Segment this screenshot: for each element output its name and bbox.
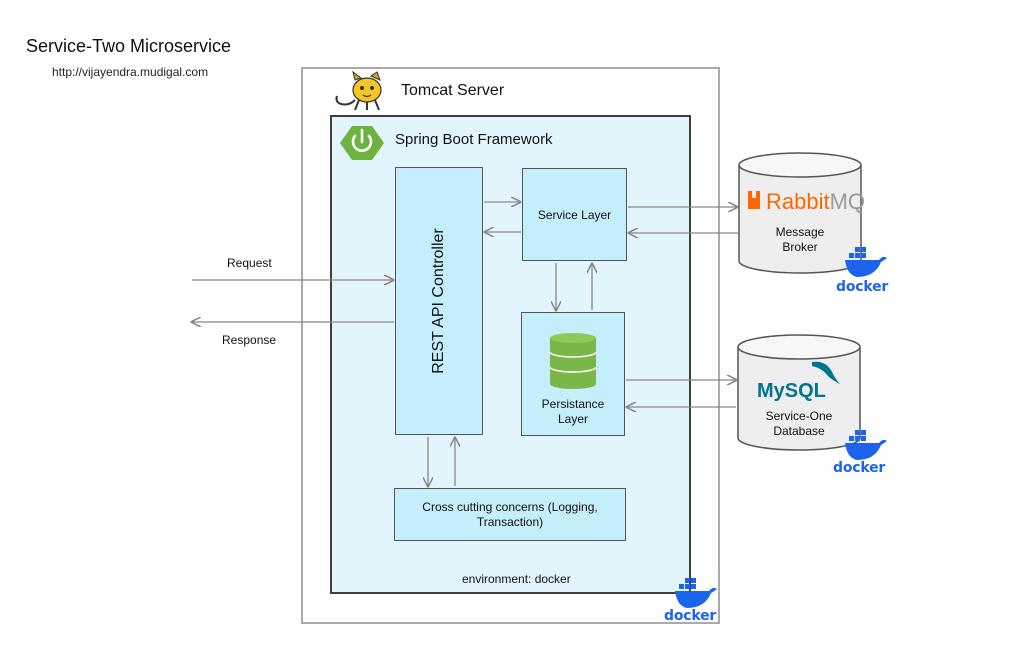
flow-arrows (192, 202, 738, 486)
rabbitmq-logo-tail: MQ (829, 189, 866, 214)
service-layer-label: Service Layer (537, 207, 612, 222)
service-layer: Service Layer (522, 168, 627, 261)
environment-label: environment: docker (462, 572, 571, 586)
cross-cutting-label: Cross cutting concerns (Logging, Transac… (422, 499, 598, 529)
rest-api-controller: REST API Controller (395, 167, 483, 435)
docker-label-broker: docker (836, 279, 889, 295)
docker-whale-icon (675, 578, 717, 608)
docker-whale-icon (845, 247, 887, 277)
response-label: Response (222, 333, 277, 347)
tomcat-icon (335, 70, 382, 111)
tomcat-label: Tomcat Server (401, 82, 505, 99)
spring-power-icon (340, 126, 384, 160)
docker-label-env: docker (664, 608, 717, 624)
cross-cutting-concerns: Cross cutting concerns (Logging, Transac… (394, 488, 626, 541)
rabbitmq-logo-main: Rabbit (766, 189, 830, 214)
diagram-title: Service-Two Microservice (26, 36, 232, 56)
database-icon (549, 333, 597, 389)
docker-whale-icon (845, 430, 887, 460)
persistence-layer-label: Persistance Layer (541, 397, 605, 426)
rabbitmq-logo: RabbitMQ (766, 189, 865, 215)
spring-label: Spring Boot Framework (395, 131, 553, 148)
mysql-logo: MySQL (757, 380, 826, 402)
message-broker-label: Message Broker (775, 225, 825, 254)
request-label: Request (227, 256, 272, 270)
docker-label-db: docker (833, 460, 886, 476)
diagram-subtitle: http://vijayendra.mudigal.com (52, 65, 209, 79)
rabbitmq-logo-icon (748, 191, 760, 209)
mysql-dolphin-icon (812, 361, 840, 384)
database-label: Service-One Database (765, 409, 833, 438)
